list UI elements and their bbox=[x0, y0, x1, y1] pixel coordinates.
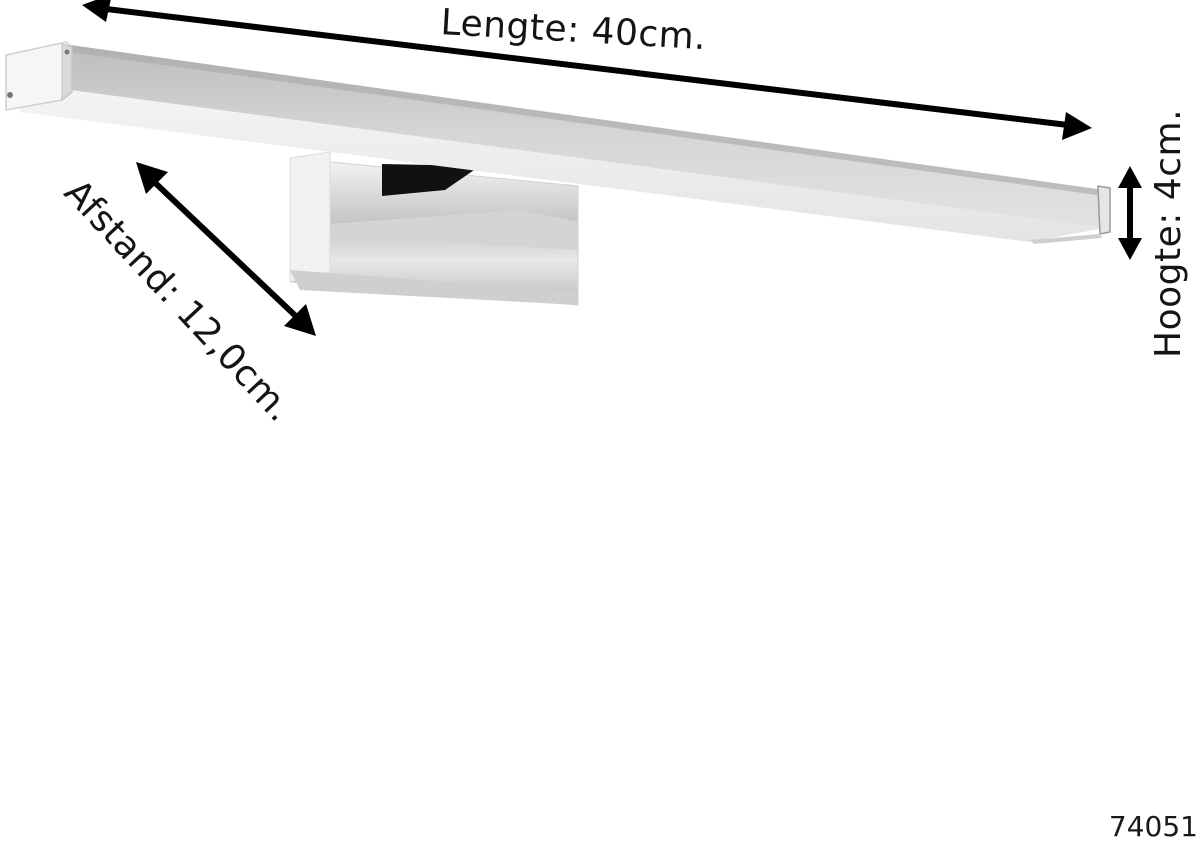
wall-bracket bbox=[289, 151, 579, 306]
lamp-bar bbox=[5, 41, 1111, 244]
height-label: Hoogte: 4cm. bbox=[1148, 108, 1189, 358]
model-code: 74051 bbox=[1108, 810, 1198, 843]
length-arrow bbox=[82, 0, 1092, 140]
distance-arrow bbox=[136, 162, 316, 336]
height-arrow bbox=[1118, 166, 1142, 260]
